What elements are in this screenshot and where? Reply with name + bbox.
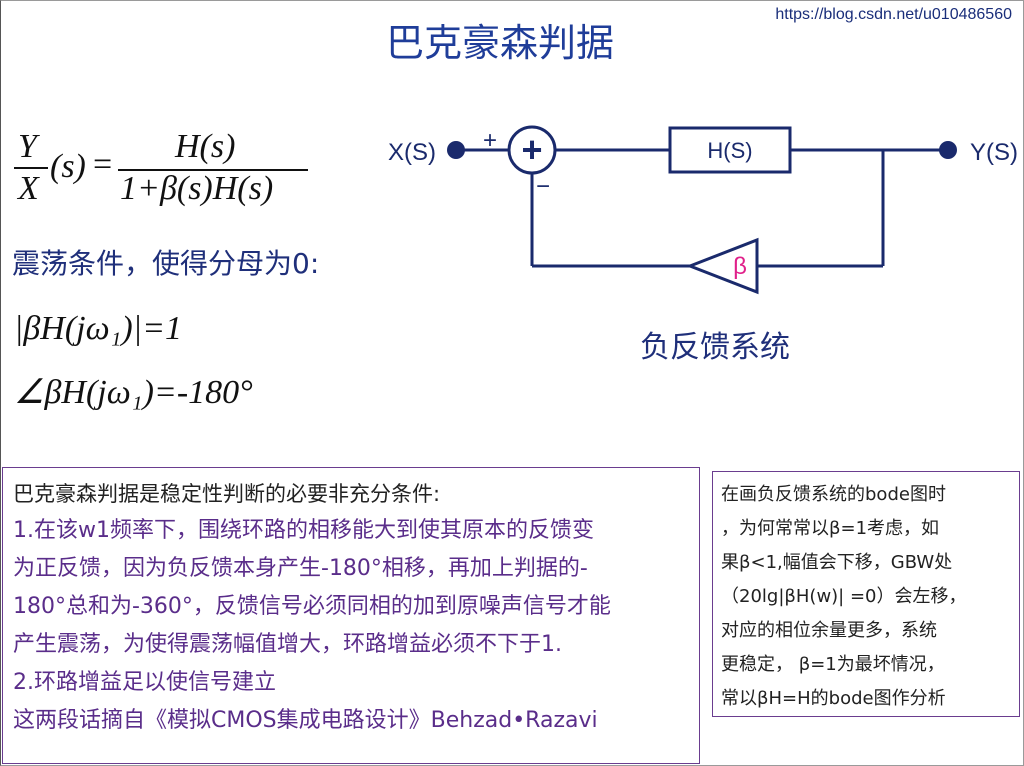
- formula-rhs-bar: [118, 169, 308, 171]
- source-url[interactable]: https://blog.csdn.net/u010486560: [775, 6, 1012, 23]
- plus-sign-label: +: [483, 127, 497, 154]
- explanation-line: 2.环路增益足以使信号建立: [13, 670, 276, 695]
- explanation-line: 1.在该w1频率下，围绕环路的相移能大到使其原本的反馈变: [13, 518, 594, 543]
- beta-block: [685, 237, 759, 295]
- output-node: [939, 141, 957, 159]
- note-line: 果β<1,幅值会下移，GBW处: [721, 552, 953, 573]
- beta-block-label: β: [733, 253, 747, 280]
- explanation-heading: 巴克豪森判据是稳定性判断的必要非充分条件:: [13, 482, 441, 506]
- h-block-label: H(S): [707, 138, 752, 163]
- note-line: 常以βH=H的bode图作分析: [721, 688, 946, 709]
- formula-lhs-argument: (s): [50, 148, 86, 185]
- note-line: 在画负反馈系统的bode图时: [721, 484, 946, 505]
- explanation-line: 这两段话摘自《模拟CMOS集成电路设计》Behzad•Razavi: [13, 708, 598, 733]
- summer-plus-symbol: +: [521, 129, 542, 170]
- page-title: 巴克豪森判据: [385, 21, 614, 65]
- note-line: ，为何常常以β=1考虑，如: [721, 518, 940, 539]
- negative-feedback-diagram: X(S) Y(S) H(S) β + + −: [388, 125, 1018, 295]
- diagram-caption: 负反馈系统: [640, 330, 790, 365]
- input-node: [447, 141, 465, 159]
- oscillation-condition: 震荡条件，使得分母为0:: [12, 247, 320, 280]
- explanation-line: 180°总和为-360°，反馈信号必须同相的加到原噪声信号才能: [13, 594, 611, 619]
- h-block: [668, 126, 792, 174]
- note-line: 对应的相位余量更多，系统: [721, 620, 937, 641]
- note-line: （20lg|βH(w)| =0）会左移，: [721, 586, 967, 607]
- phase-condition: ∠βH(jω₁)=-180°: [14, 374, 253, 411]
- formula-lhs-bar: [14, 167, 48, 169]
- explanation-line: 产生震荡，为使得震荡幅值增大，环路增益必须不下于1.: [13, 632, 562, 657]
- note-line: 更稳定， β=1为最坏情况，: [721, 654, 945, 675]
- explanation-line: 为正反馈，因为负反馈本身产生-180°相移，再加上判据的-: [13, 556, 588, 581]
- minus-sign-label: −: [536, 173, 550, 200]
- formula-equals: =: [93, 146, 113, 183]
- summing-junction: [507, 125, 557, 175]
- formula-rhs-numerator: H(s): [175, 128, 236, 165]
- magnitude-condition: |βH(jω₁)|=1: [14, 310, 183, 347]
- formula-lhs-numerator: Y: [18, 128, 37, 165]
- formula-rhs-denominator: 1+β(s)H(s): [120, 170, 274, 207]
- formula-lhs-denominator: X: [18, 170, 39, 207]
- bode-note-box: 在画负反馈系统的bode图时 ，为何常常以β=1考虑，如 果β<1,幅值会下移，…: [712, 471, 1020, 717]
- input-label: X(S): [388, 139, 436, 166]
- output-label: Y(S): [970, 139, 1018, 166]
- explanation-box: 巴克豪森判据是稳定性判断的必要非充分条件: 1.在该w1频率下，围绕环路的相移能…: [2, 467, 700, 764]
